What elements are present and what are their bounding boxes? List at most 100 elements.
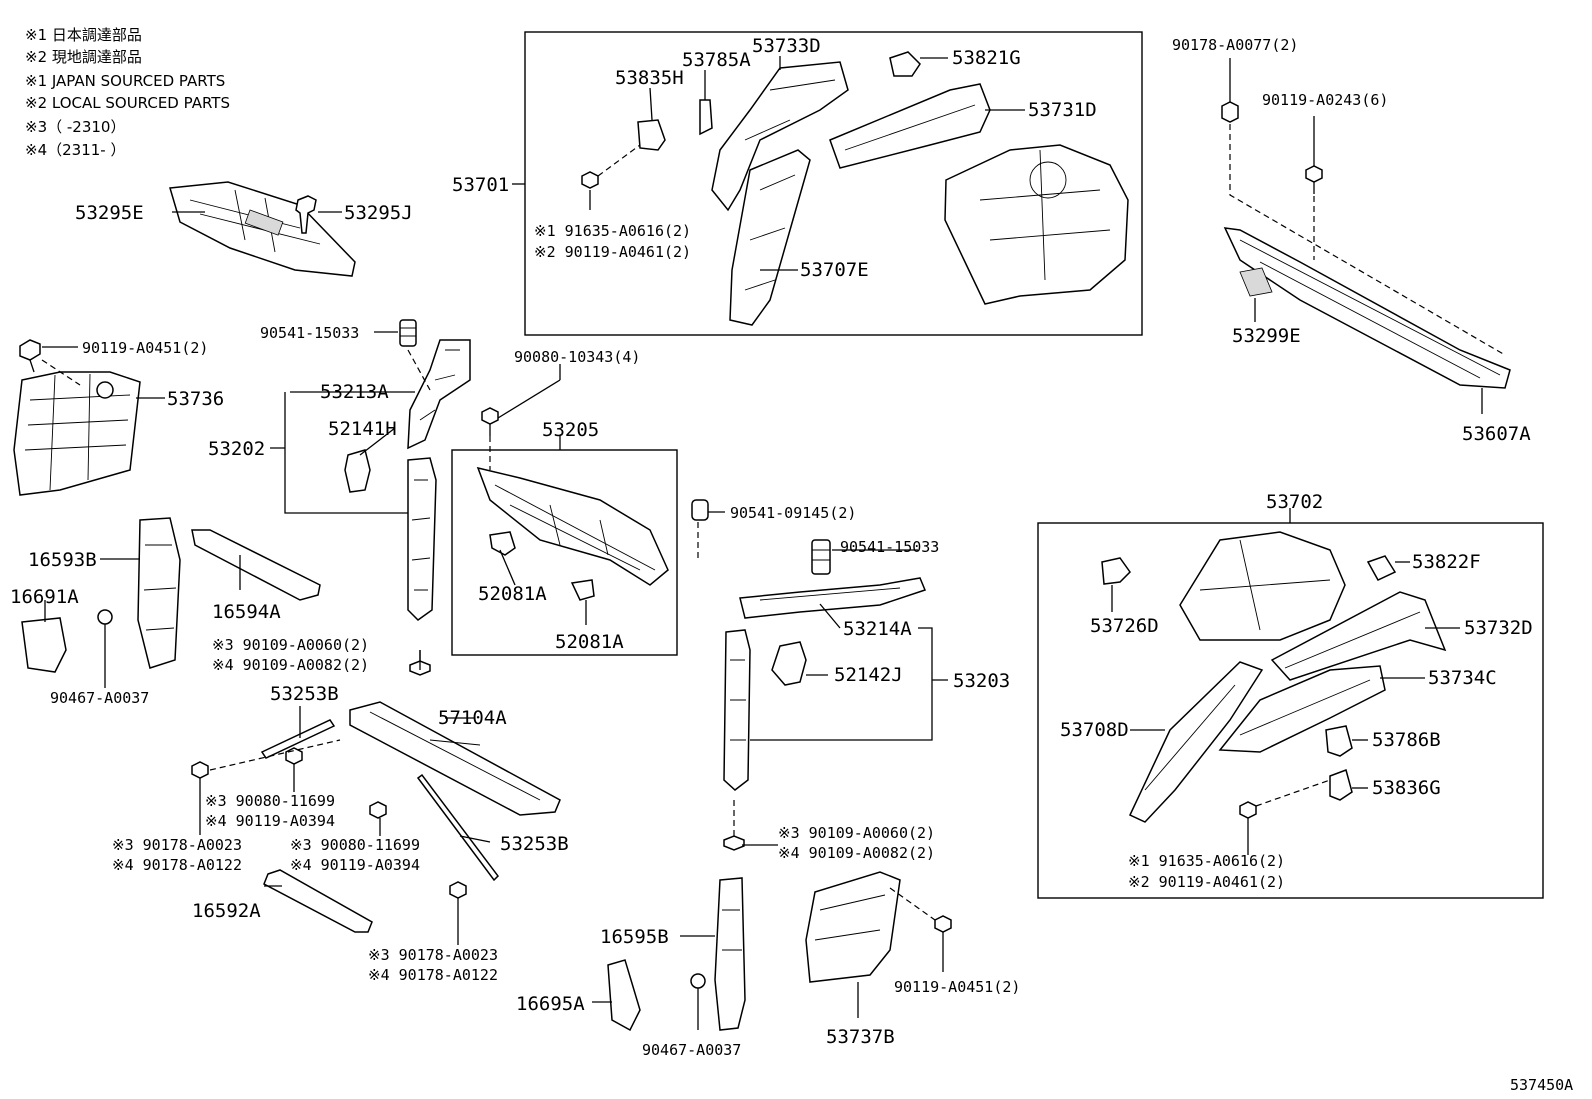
group-box-53205 [451,449,678,656]
label-57104A: 57104A [438,707,507,729]
nut-90178-A0023-a-icon [191,761,209,779]
label-53786B: 53786B [1372,729,1441,751]
nut-90178-A0077-icon [1221,101,1239,123]
part-53295E-drawing [169,181,356,277]
part-53205-drawing [476,466,669,586]
part-labels: 53295E 53295J 90119-A0451(2) 53736 90541… [10,35,1573,1094]
label-53214A: 53214A [843,618,912,640]
bolt-90467-A0037-a-icon [97,609,113,640]
clip-53295J-icon [295,195,317,234]
part-53835H-drawing [637,119,666,151]
label-90109-A0060-a: ※3 90109-A0060(2) [212,636,369,654]
part-53253B-b-drawing [416,773,499,882]
part-53214A-drawing [739,577,927,619]
part-53732D-drawing [1270,591,1447,681]
label-53299E: 53299E [1232,325,1301,347]
part-53607A-drawing [1223,227,1511,389]
part-57104A-drawing [349,701,561,816]
dash-53253B-a [209,739,341,771]
label-90178-A0122-a: ※4 90178-A0122 [112,856,242,874]
label-53707E: 53707E [800,259,869,281]
label-52081A-a: 52081A [478,583,547,605]
label-53736: 53736 [167,388,224,410]
label-53733D: 53733D [752,35,821,57]
label-53726D: 53726D [1090,615,1159,637]
part-53702-apron-drawing [1179,531,1346,641]
label-90178-A0122-b: ※4 90178-A0122 [368,966,498,984]
bracket-52142J-icon [771,641,807,686]
part-53203-support-drawing [723,629,751,791]
label-16594A: 16594A [212,601,281,623]
dash-53702 [1255,779,1331,807]
label-53203: 53203 [953,670,1010,692]
label-16691A: 16691A [10,586,79,608]
label-53702: 53702 [1266,491,1323,513]
bolt-90080-10343-icon [481,407,499,436]
bolt-91635-A0616-a-icon [581,171,599,189]
label-53821G: 53821G [952,47,1021,69]
part-53836G-drawing [1329,769,1353,801]
bolt-90080-11699-a-icon [285,747,303,765]
label-90178-A0023-b: ※3 90178-A0023 [368,946,498,964]
label-52141H: 52141H [328,418,397,440]
label-53785A: 53785A [682,49,751,71]
label-90119-A0451-b: 90119-A0451(2) [894,978,1020,996]
label-53734C: 53734C [1428,667,1497,689]
label-90080-10343: 90080-10343(4) [514,348,640,366]
part-53213A-drawing [407,339,471,450]
bolt-90119-A0451-b-icon [934,915,952,933]
label-90109-A0082-b: ※4 90109-A0082(2) [778,844,935,862]
label-53205: 53205 [542,419,599,441]
bolt-91635-A0616-b-icon [1239,801,1257,819]
label-52081A-b: 52081A [555,631,624,653]
bolt-90467-A0037-b-icon [690,973,706,989]
label-53737B: 53737B [826,1026,895,1048]
part-52141H-drawing [344,449,371,493]
leader-lines [42,56,1483,1030]
note-1: ※1 日本調達部品 [25,26,142,44]
bolt-90109-A0060-b-icon [723,835,745,851]
label-90119-A0394-a: ※4 90119-A0394 [205,812,335,830]
dash-53607A [1229,124,1506,356]
part-16592A-drawing [263,869,373,933]
part-53785A-drawing [699,99,713,136]
label-52142J: 52142J [834,664,903,686]
label-91635-A0616-a: ※1 91635-A0616(2) [534,222,691,240]
label-90119-A0243: 90119-A0243(6) [1262,91,1388,109]
bolt-90080-11699-b-icon [369,801,387,819]
bumper-90541-09145-icon [691,499,709,521]
label-90541-15033-a: 90541-15033 [260,324,359,342]
label-53607A: 53607A [1462,423,1531,445]
label-90119-A0461-a: ※2 90119-A0461(2) [534,243,691,261]
label-16593B: 16593B [28,549,97,571]
label-16595B: 16595B [600,926,669,948]
bumper-90541-15033-icon [399,319,417,347]
part-16593B-drawing [137,517,181,669]
illustration-number: 537450A [1510,1076,1573,1094]
part-53737B-drawing [805,871,901,983]
note-2: ※2 現地調達部品 [25,48,142,66]
pad-53299E-icon [1239,267,1273,297]
label-53213A: 53213A [320,381,389,403]
label-90080-11699-a: ※3 90080-11699 [205,792,335,810]
label-53202: 53202 [208,438,265,460]
legend-notes: ※1 日本調達部品 ※2 現地調達部品 ※1 JAPAN SOURCED PAR… [25,26,230,159]
label-53295E: 53295E [75,202,144,224]
part-53821G-drawing [889,51,921,77]
note-6: ※4（2311- ） [25,141,125,159]
label-16695A: 16695A [516,993,585,1015]
label-90541-15033-b: 90541-15033 [840,538,939,556]
label-90178-A0077: 90178-A0077(2) [1172,36,1298,54]
label-91635-A0616-b: ※1 91635-A0616(2) [1128,852,1285,870]
bracket-52081A-a-icon [489,531,516,556]
note-5: ※3（ -2310） [25,118,125,136]
part-53731D-drawing [829,83,991,169]
label-53295J: 53295J [344,202,413,224]
note-3: ※1 JAPAN SOURCED PARTS [25,72,225,90]
part-16691A-drawing [21,617,67,673]
part-53708D-drawing [1129,661,1264,823]
part-53733D-drawing [711,61,849,212]
label-90109-A0060-b: ※3 90109-A0060(2) [778,824,935,842]
dash-53736 [41,359,81,386]
